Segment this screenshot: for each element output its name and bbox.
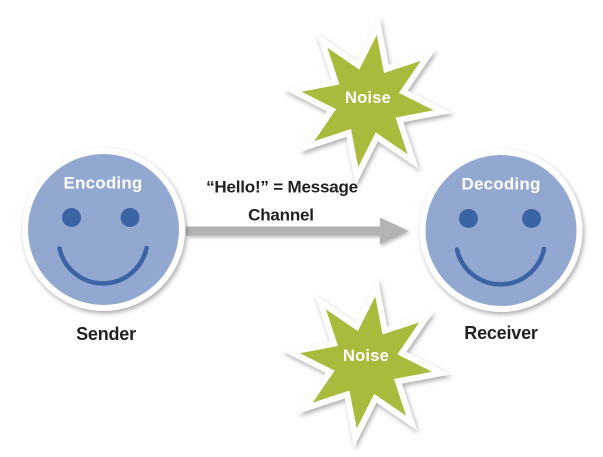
receiver-eye-left — [459, 209, 478, 228]
channel-label: Channel — [248, 205, 314, 225]
receiver-face — [419, 149, 583, 312]
receiver-eye-right — [522, 209, 541, 228]
sender-eye-left — [62, 208, 81, 227]
sender-label: Sender — [76, 324, 136, 344]
sender-eye-right — [120, 208, 140, 227]
arrow-shaft — [186, 226, 380, 236]
message-label: “Hello!” = Message — [206, 177, 358, 197]
receiver-smile — [454, 246, 547, 287]
noise-bottom-label: Noise — [343, 346, 389, 365]
sender-smile — [57, 245, 149, 286]
channel-arrow — [186, 217, 409, 245]
noise-top-label: Noise — [345, 88, 391, 107]
encoding-label: Encoding — [63, 173, 143, 193]
decoding-label: Decoding — [461, 174, 541, 194]
sender-face — [22, 148, 185, 311]
receiver-label: Receiver — [464, 323, 538, 343]
arrow-head — [380, 217, 409, 245]
